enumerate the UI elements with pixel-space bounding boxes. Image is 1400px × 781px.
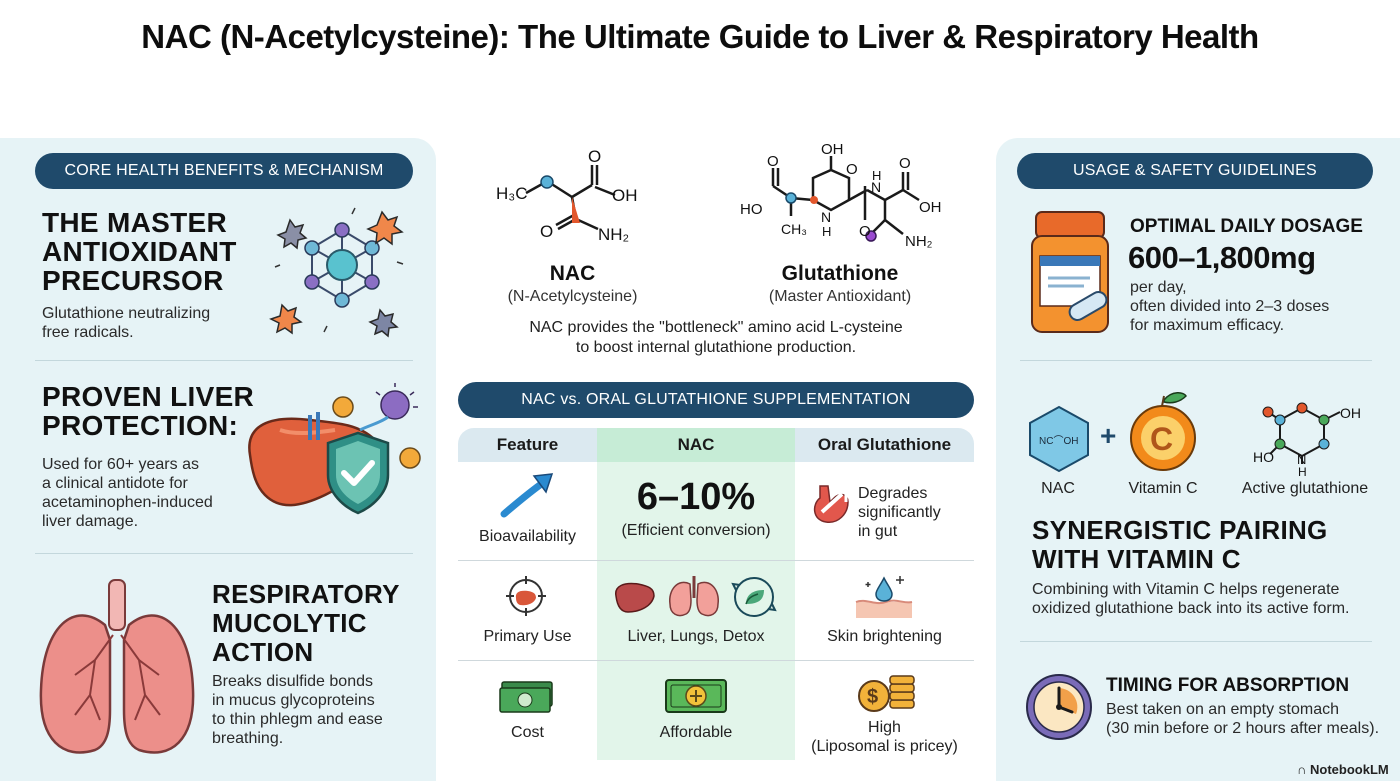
left-divider-2 bbox=[35, 553, 413, 554]
active-glutathione-icon: OH HO N H bbox=[1253, 402, 1361, 479]
lungs-icon bbox=[39, 579, 195, 754]
coin-bill-icon bbox=[665, 679, 727, 713]
skin-drop-icon bbox=[855, 576, 913, 618]
row-primary-use-feature: Primary Use bbox=[483, 628, 572, 645]
nac-primary-use: Liver, Lungs, Detox bbox=[627, 628, 765, 645]
cash-icon bbox=[499, 681, 553, 713]
gsh-oh-label: OH bbox=[919, 199, 942, 216]
antioxidant-network-icon bbox=[269, 207, 404, 338]
pill-bottle-icon bbox=[1031, 211, 1109, 333]
synergy-active-glutathione-label: Active glutathione bbox=[1241, 480, 1369, 497]
svg-text:H: H bbox=[1298, 465, 1307, 479]
svg-text:C: C bbox=[1150, 421, 1173, 457]
master-antioxidant-body: Glutathione neutralizing free radicals. bbox=[42, 305, 211, 341]
dosage-value: 600–1,800mg bbox=[1128, 240, 1316, 275]
oral-bioavailability-note: Degrades significantly in gut bbox=[858, 485, 941, 540]
left-divider-1 bbox=[35, 360, 413, 361]
oral-cost: High (Liposomal is pricey) bbox=[811, 719, 958, 755]
glutathione-molecule-label: Glutathione (Master Antioxidant) bbox=[768, 262, 912, 305]
table-divider-2 bbox=[458, 660, 974, 661]
row-bioavailability-feature: Bioavailability bbox=[479, 528, 576, 545]
nac-h3c-label: H₃C bbox=[496, 184, 527, 203]
synergy-heading: SYNERGISTIC PAIRING WITH VITAMIN C bbox=[1032, 515, 1328, 574]
core-benefits-pill: CORE HEALTH BENEFITS & MECHANISM bbox=[35, 153, 413, 189]
table-divider-1 bbox=[458, 560, 974, 561]
liver-lungs-detox-icons bbox=[615, 576, 777, 617]
vitamin-c-orange-icon: C bbox=[1130, 392, 1196, 471]
nac-cost: Affordable bbox=[659, 724, 733, 741]
row-cost-feature: Cost bbox=[511, 724, 544, 741]
svg-text:HO: HO bbox=[1253, 449, 1274, 465]
respiratory-heading: RESPIRATORY MUCOLYTIC ACTION bbox=[212, 579, 400, 667]
gsh-o3-label: O bbox=[859, 223, 871, 240]
gsh-n2-label: N bbox=[871, 179, 881, 195]
synergy-body: Combining with Vitamin C helps regenerat… bbox=[1032, 581, 1350, 617]
timing-label: TIMING FOR ABSORPTION bbox=[1106, 675, 1350, 696]
right-divider-1 bbox=[1020, 360, 1372, 361]
gsh-ch3-label: CH₃ bbox=[781, 221, 807, 237]
comparison-pill: NAC vs. ORAL GLUTATHIONE SUPPLEMENTATION bbox=[458, 382, 974, 418]
nac-o2-label: O bbox=[540, 222, 553, 241]
liver-target-icon bbox=[506, 576, 546, 616]
nac-bioavailability-note: (Efficient conversion) bbox=[621, 522, 771, 539]
nac-molecule-label: NAC (N-Acetylcysteine) bbox=[507, 262, 638, 305]
header-nac: NAC bbox=[677, 435, 715, 454]
dosage-body: per day, often divided into 2–3 doses fo… bbox=[1130, 279, 1330, 334]
gsh-h1-label: H bbox=[822, 224, 831, 239]
oral-primary-use: Skin brightening bbox=[827, 628, 942, 645]
nac-column-header-bg bbox=[597, 428, 795, 462]
coin-stack-icon: $ bbox=[858, 675, 915, 712]
right-divider-2 bbox=[1020, 641, 1372, 642]
plus-sign: + bbox=[1100, 420, 1117, 451]
master-antioxidant-heading: THE MASTER ANTIOXIDANT PRECURSOR bbox=[42, 207, 237, 296]
header-oral-glutathione: Oral Glutathione bbox=[817, 435, 952, 454]
glutathione-molecule-structure: OH O HO O CH₃ N H O N H O OH NH₂ O bbox=[740, 141, 942, 250]
gsh-n1-label: N bbox=[821, 209, 831, 225]
svg-text:OH: OH bbox=[1340, 405, 1361, 421]
nac-bioavailability-value: 6–10% bbox=[636, 476, 756, 518]
stomach-degrade-icon bbox=[813, 485, 849, 523]
nac-caption: NAC provides the "bottleneck" amino acid… bbox=[529, 319, 903, 356]
nac-nh2-label: NH₂ bbox=[598, 225, 629, 244]
gsh-o1-label: O bbox=[767, 153, 779, 170]
svg-text:N: N bbox=[1297, 452, 1306, 467]
nac-oh-label: OH bbox=[612, 186, 638, 205]
liver-shield-icon bbox=[248, 383, 421, 515]
notebooklm-logo-icon: ∩ bbox=[1297, 762, 1307, 777]
nac-molecule-structure: H₃C O OH O NH₂ bbox=[496, 147, 638, 244]
gsh-oh-top-label: OH bbox=[821, 141, 844, 158]
brand-watermark: ∩ NotebookLM bbox=[1297, 762, 1389, 777]
gsh-o2-label: O bbox=[846, 161, 858, 178]
gsh-o4-label: O bbox=[899, 155, 911, 172]
nac-hexagon-icon: NC⌒OH bbox=[1029, 405, 1089, 473]
usage-safety-pill: USAGE & SAFETY GUIDELINES bbox=[1017, 153, 1373, 189]
timing-body: Best taken on an empty stomach (30 min b… bbox=[1106, 701, 1380, 737]
page-title: NAC (N-Acetylcysteine): The Ultimate Gui… bbox=[141, 18, 1259, 55]
header-feature: Feature bbox=[496, 435, 559, 454]
nac-o-label: O bbox=[588, 147, 601, 166]
respiratory-body: Breaks disulfide bonds in mucus glycopro… bbox=[212, 673, 383, 747]
synergy-nac-label: NAC bbox=[1041, 480, 1075, 497]
dosage-label: OPTIMAL DAILY DOSAGE bbox=[1130, 216, 1363, 237]
bioavailability-arrow-icon bbox=[500, 473, 554, 518]
clock-icon bbox=[1026, 674, 1092, 740]
svg-text:$: $ bbox=[867, 686, 878, 708]
gsh-h2-label: H bbox=[872, 168, 881, 183]
gsh-nh2-label: NH₂ bbox=[905, 233, 933, 250]
synergy-vitamin-c-label: Vitamin C bbox=[1128, 480, 1198, 497]
gsh-ho-label: HO bbox=[740, 201, 763, 218]
svg-text:NC⌒OH: NC⌒OH bbox=[1039, 435, 1078, 447]
liver-protection-body: Used for 60+ years as a clinical antidot… bbox=[42, 456, 213, 530]
liver-protection-heading: PROVEN LIVER PROTECTION: bbox=[42, 381, 255, 441]
